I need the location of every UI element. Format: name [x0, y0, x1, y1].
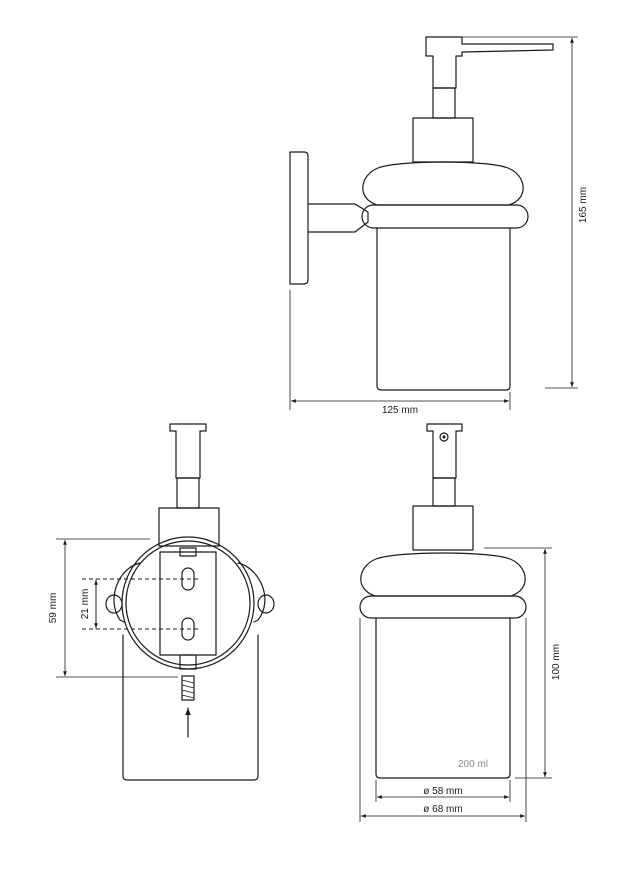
glass-container	[376, 227, 511, 391]
rear-mounting-plate	[121, 536, 255, 670]
dimension-width-label: 125 mm	[382, 405, 418, 416]
screw-icon	[181, 675, 195, 701]
pump-nozzle	[425, 36, 554, 89]
front-pump-collar	[412, 505, 474, 551]
front-dome-cap	[360, 552, 526, 597]
dimension-holes-label: 21 mm	[80, 589, 91, 620]
rear-view: 21 mm 59 mm	[48, 423, 275, 781]
dimension-glass-height-label: 100 mm	[551, 644, 562, 680]
front-pump-stem	[432, 477, 456, 507]
pump-collar	[412, 117, 474, 163]
rear-pump-collar	[158, 507, 220, 547]
rear-pump-top	[169, 423, 207, 479]
front-view: 200 ml 100 mm ø 58 mm ø 68 mm	[359, 423, 562, 822]
wall-plate	[289, 151, 309, 285]
dome-cap	[362, 161, 524, 206]
rear-bracket	[159, 551, 217, 656]
front-pump-top	[426, 423, 463, 479]
holder-ring	[361, 204, 529, 229]
rear-ring-right	[237, 562, 266, 623]
dimension-inner-diameter-label: ø 58 mm	[423, 786, 462, 797]
front-glass	[375, 617, 511, 779]
front-holder-ring	[359, 595, 527, 619]
pump-stem	[432, 87, 456, 119]
side-view: 125 mm 165 mm	[289, 36, 589, 416]
rear-pump-stem	[176, 477, 200, 509]
dimension-mount-label: 59 mm	[48, 593, 59, 624]
capacity-label: 200 ml	[458, 759, 488, 770]
rear-glass	[122, 634, 259, 781]
bracket-arm	[307, 203, 369, 233]
dimension-outer-diameter-label: ø 68 mm	[423, 804, 462, 815]
dimension-height-label: 165 mm	[578, 187, 589, 223]
